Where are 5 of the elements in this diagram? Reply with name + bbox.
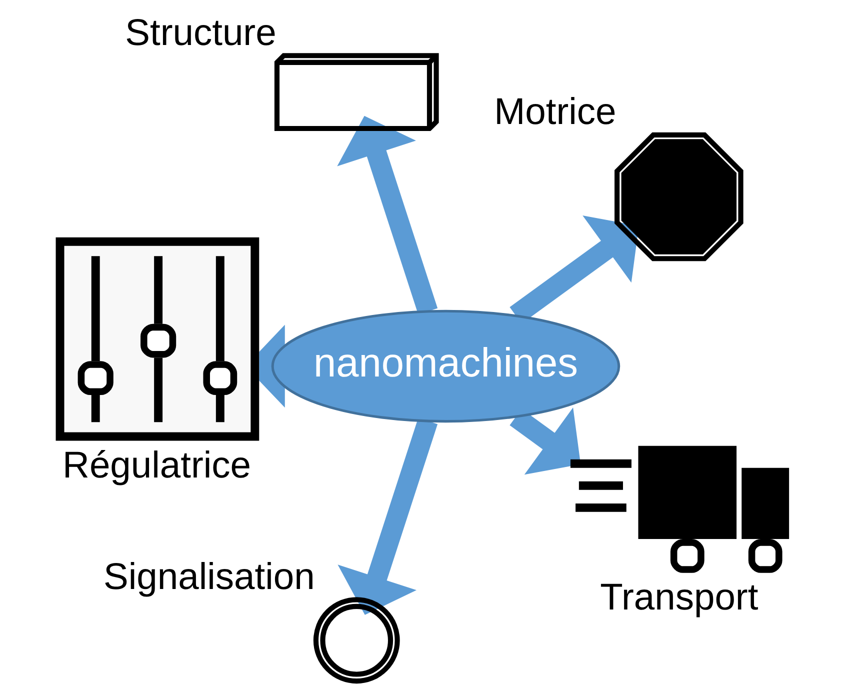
node-label: Régulatrice [62,443,251,486]
node-label: Transport [600,576,758,618]
node-label: Motrice [494,90,616,132]
node-label: Structure [124,10,276,53]
node-label: Signalisation [103,554,314,597]
